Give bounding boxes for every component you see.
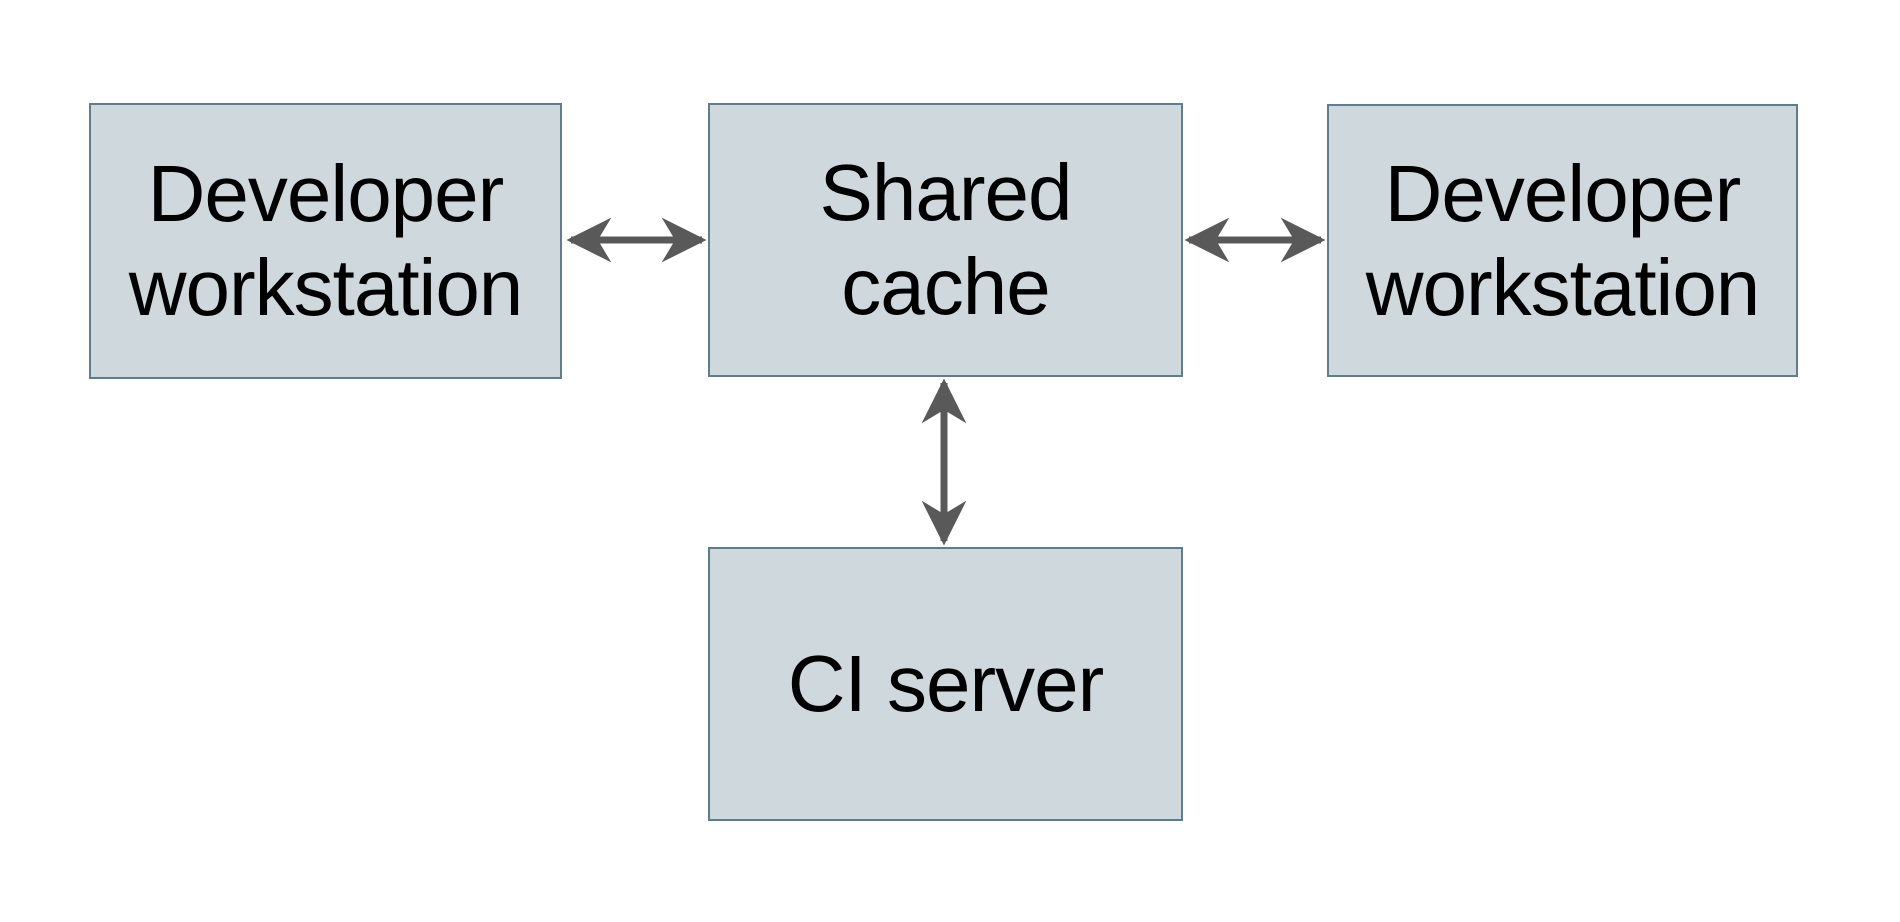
node-label: Developer workstation	[128, 149, 524, 332]
node-developer-workstation-right: Developer workstation	[1327, 104, 1798, 377]
node-label: Developer workstation	[1365, 148, 1761, 332]
node-ci-server: CI server	[708, 547, 1183, 821]
node-label: Shared cache	[819, 148, 1073, 331]
node-shared-cache: Shared cache	[708, 103, 1183, 377]
node-label: CI server	[787, 639, 1104, 728]
node-developer-workstation-left: Developer workstation	[89, 103, 562, 379]
